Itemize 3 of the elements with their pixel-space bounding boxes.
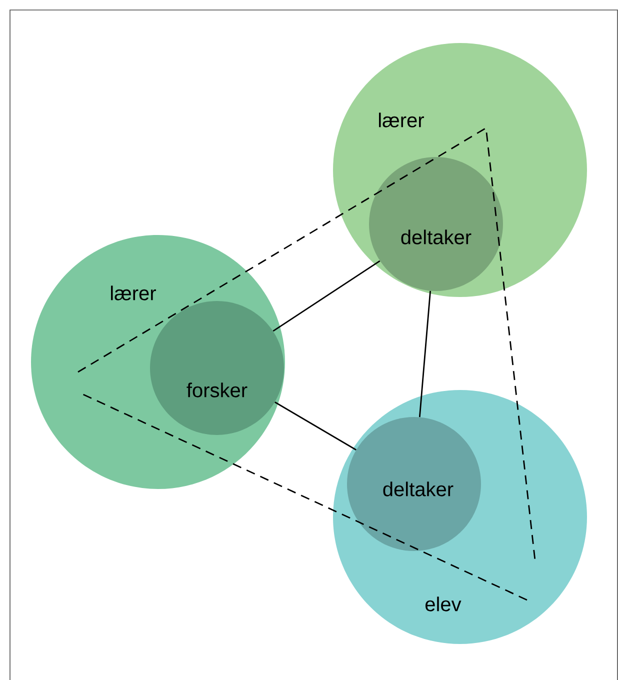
connector-line xyxy=(274,401,356,450)
connector-line xyxy=(418,290,432,418)
connector-line xyxy=(272,260,380,332)
